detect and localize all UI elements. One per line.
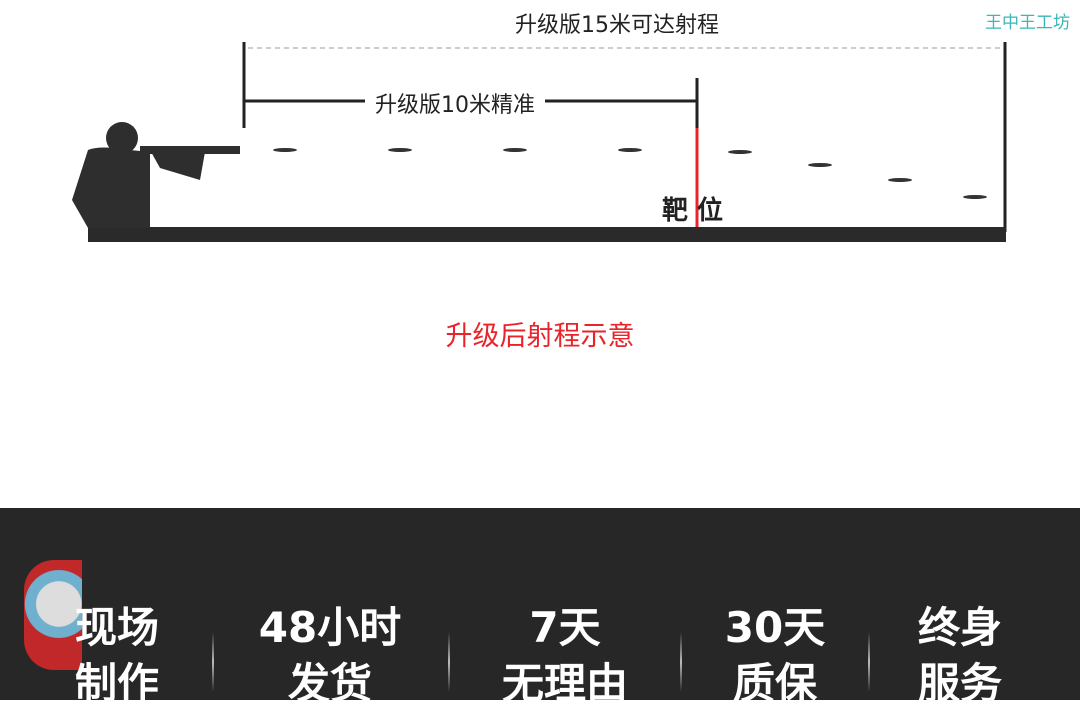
feature-48h: 48小时发货 <box>230 600 430 712</box>
feature-line1: 30天 <box>724 603 826 652</box>
divider <box>680 632 682 692</box>
feature-onsite: 现场制作 <box>17 600 217 712</box>
feature-30day: 30天质保 <box>675 600 875 712</box>
feature-lifetime: 终身服务 <box>860 600 1060 712</box>
feature-line2: 服务 <box>917 659 1002 708</box>
mascot-logo <box>24 560 82 670</box>
diagram-caption: 升级后射程示意 <box>445 321 635 352</box>
feature-line2: 无理由 <box>501 659 628 708</box>
divider <box>448 632 450 692</box>
bullet-trail <box>273 148 987 199</box>
shooter-silhouette <box>72 122 240 228</box>
feature-line2: 制作 <box>74 659 159 708</box>
range-15m-label: 升级版15米可达射程 <box>505 7 729 39</box>
feature-line1: 48小时 <box>258 603 402 652</box>
feature-line1: 7天 <box>529 603 601 652</box>
range-diagram: document.currentScript.insertAdjacentHTM… <box>72 42 1007 242</box>
feature-7day: 7天无理由 <box>465 600 665 712</box>
target-label: 靶 位 <box>662 196 724 226</box>
feature-band <box>0 508 1080 700</box>
feature-line1: 终身 <box>917 603 1002 652</box>
feature-line2: 质保 <box>732 659 817 708</box>
ground <box>88 227 1006 242</box>
brand-label: 王中王工坊 <box>985 13 1070 33</box>
feature-line2: 发货 <box>287 659 372 708</box>
divider <box>212 632 214 692</box>
divider <box>868 632 870 692</box>
range-10m-label: 升级版10米精准 <box>365 87 545 119</box>
feature-line1: 现场 <box>74 603 159 652</box>
